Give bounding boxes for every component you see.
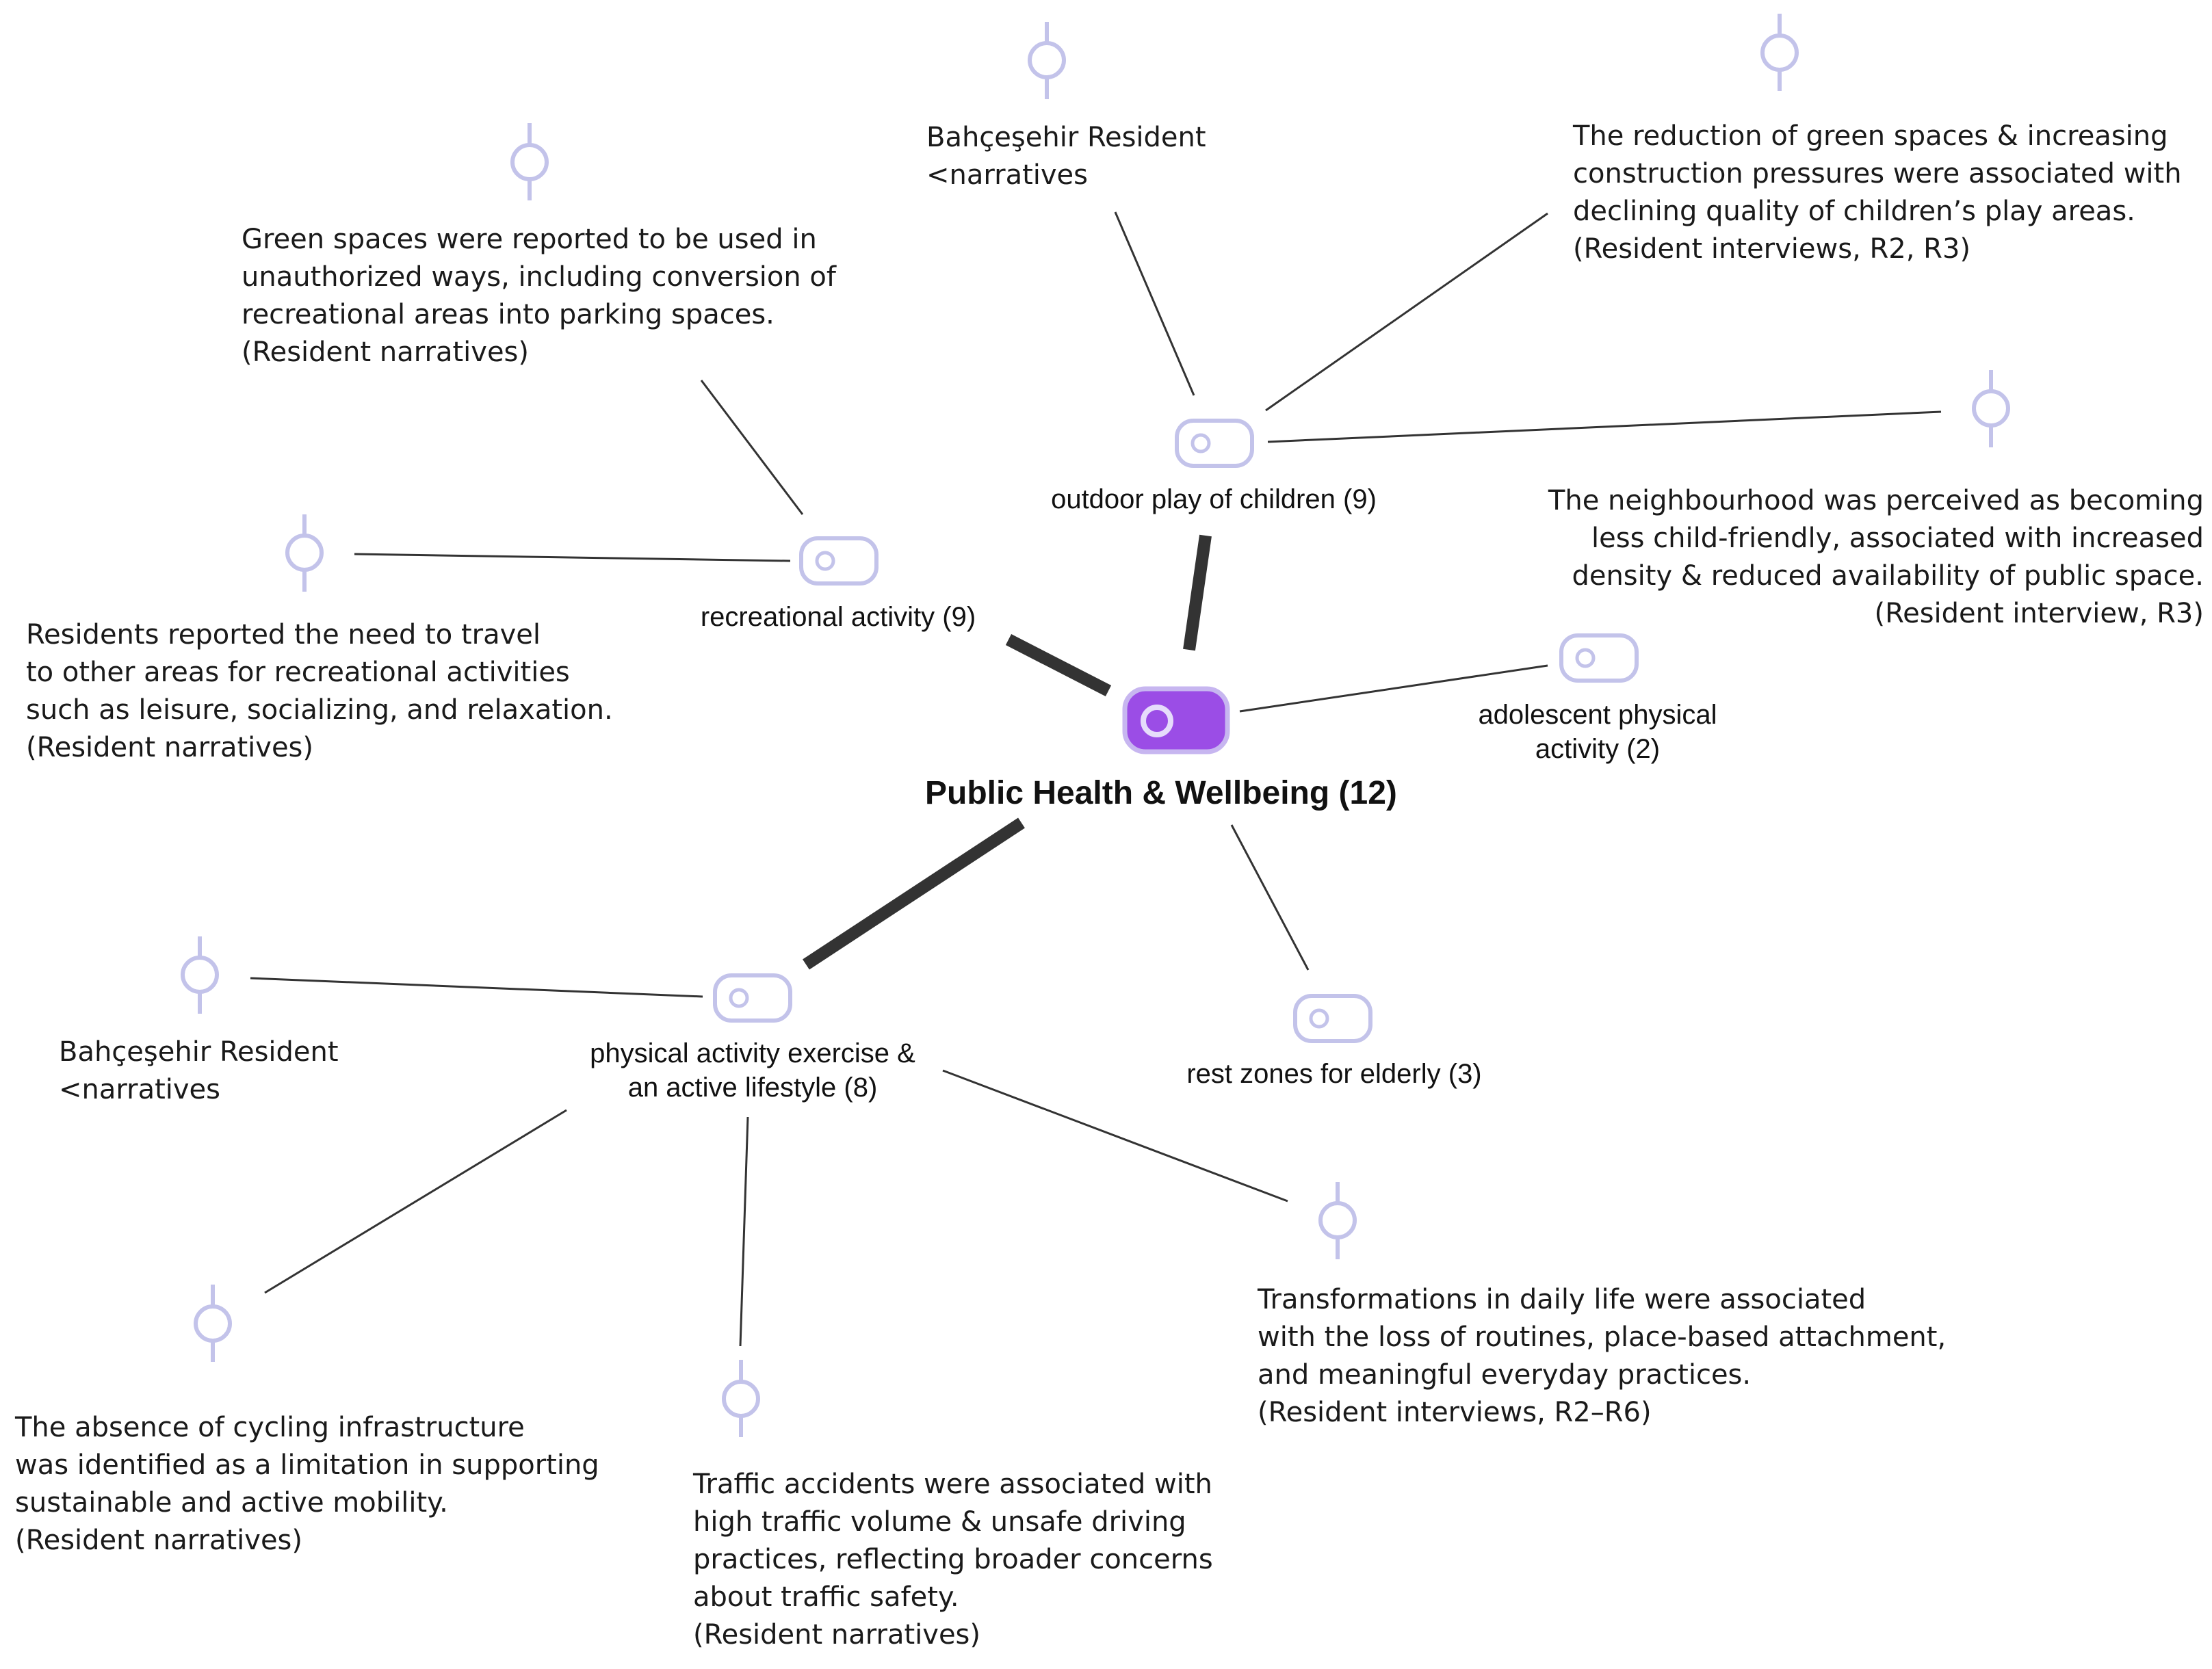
tag-icon-physical[interactable] — [713, 973, 792, 1023]
link-center-recreational — [1005, 633, 1112, 697]
link-center-outdoor — [1183, 534, 1212, 651]
pin-icon[interactable] — [1028, 22, 1066, 99]
pin-icon[interactable] — [194, 1285, 232, 1362]
pin-icon[interactable] — [1760, 14, 1799, 91]
link-recreational-unauthorized — [700, 380, 804, 515]
pin-icon[interactable] — [722, 1360, 760, 1437]
code-label-rest[interactable]: rest zones for elderly (3) — [1186, 1059, 1482, 1089]
pin-icon[interactable] — [181, 936, 219, 1014]
quote-cycling: The absence of cycling infrastructure wa… — [15, 1412, 599, 1556]
tag-icon-center[interactable] — [1122, 686, 1230, 754]
code-label-recreational[interactable]: recreational activity (9) — [700, 602, 976, 632]
code-label-physical[interactable]: physical activity exercise & an active l… — [590, 1038, 915, 1103]
tag-icon-adolescent[interactable] — [1559, 633, 1639, 683]
link-center-rest — [1230, 824, 1310, 971]
link-center-adolescent — [1239, 664, 1548, 713]
link-center-physical — [803, 817, 1025, 970]
link-physical-cycling — [264, 1109, 567, 1294]
link-physical-bahcesehir — [250, 977, 703, 998]
quote-reduction: The reduction of green spaces & increasi… — [1573, 120, 2182, 265]
quote-travel: Residents reported the need to travel to… — [26, 619, 613, 763]
link-outdoor-bahcesehir — [1114, 211, 1195, 396]
pin-icon[interactable] — [1972, 370, 2010, 447]
code-label-adolescent[interactable]: adolescent physical activity (2) — [1478, 700, 1717, 764]
pin-icon[interactable] — [1318, 1182, 1357, 1259]
tag-icon-outdoor[interactable] — [1175, 419, 1254, 468]
pin-icon[interactable] — [510, 123, 549, 200]
tag-icon-recreational[interactable] — [799, 536, 879, 586]
quote-transform: Transformations in daily life were assoc… — [1258, 1284, 1947, 1428]
quote-bahcesehir-top: Bahçeşehir Resident <narratives — [926, 122, 1206, 191]
quote-bahcesehir-left: Bahçeşehir Resident <narratives — [59, 1036, 339, 1105]
center-code-label[interactable]: Public Health & Wellbeing (12) — [925, 775, 1397, 811]
link-physical-traffic — [739, 1116, 749, 1347]
quote-traffic: Traffic accidents were associated with h… — [693, 1469, 1213, 1651]
link-recreational-travel — [354, 553, 791, 562]
code-label-outdoor[interactable]: outdoor play of children (9) — [1051, 484, 1377, 514]
link-outdoor-reduction — [1265, 212, 1548, 412]
quote-childfriendly: The neighbourhood was perceived as becom… — [1548, 485, 2204, 629]
pin-icon[interactable] — [285, 514, 324, 592]
quote-unauthorized: Green spaces were reported to be used in… — [242, 224, 836, 368]
link-physical-transform — [942, 1069, 1288, 1203]
link-outdoor-childfriendly — [1267, 410, 1942, 443]
tag-icon-rest[interactable] — [1293, 994, 1372, 1043]
